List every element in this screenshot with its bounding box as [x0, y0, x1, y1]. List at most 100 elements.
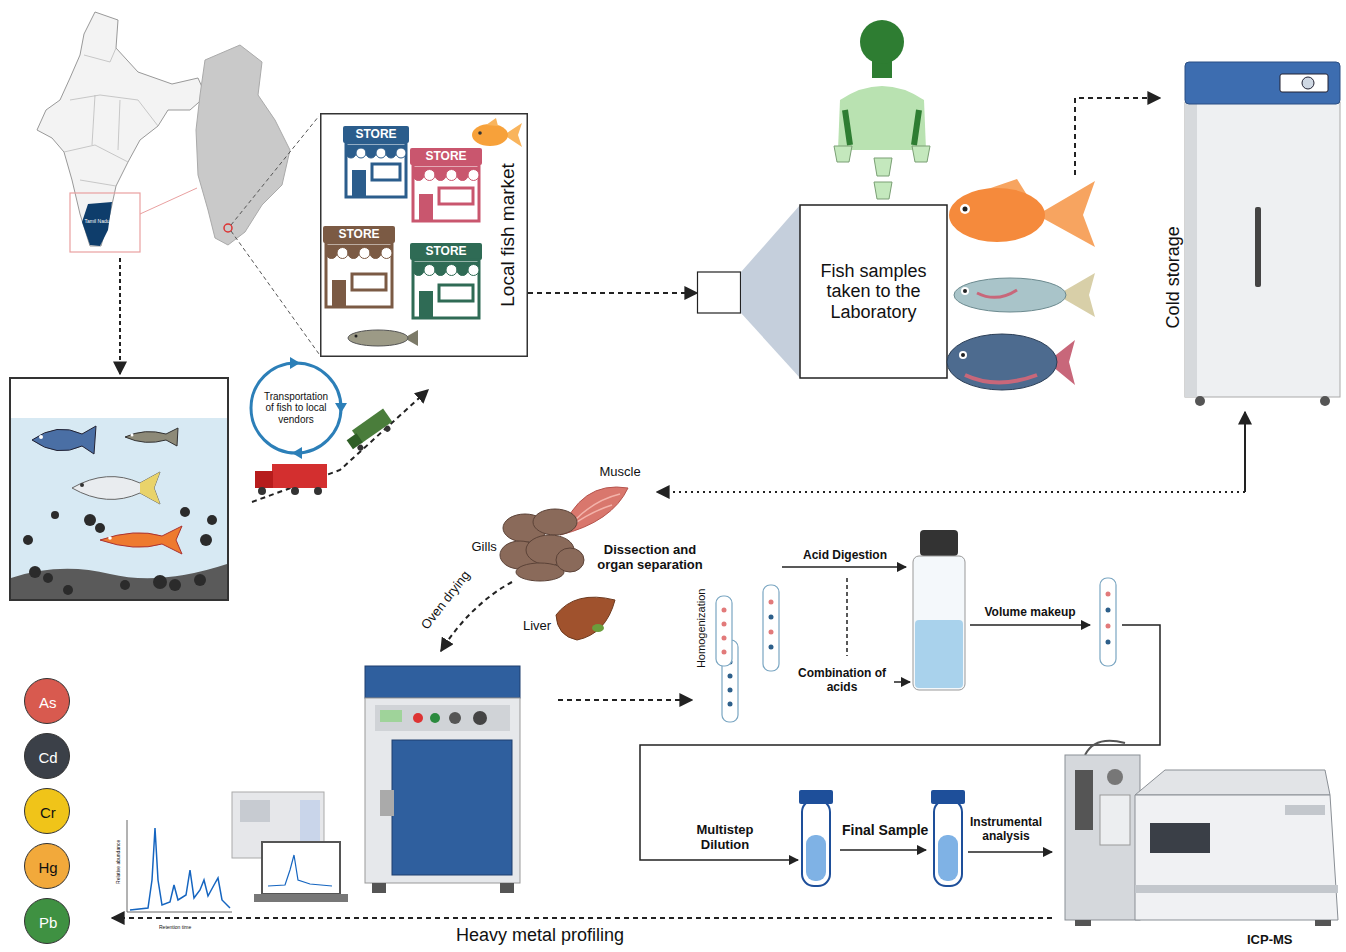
india-map: [224, 224, 232, 232]
sample-tubes: [915, 620, 963, 688]
node-shape: [1075, 770, 1093, 830]
sample-tubes: [769, 645, 774, 650]
step-label: Retention time: [159, 925, 191, 931]
fish-organs: [556, 548, 584, 572]
drying-oven: [392, 740, 512, 875]
node-shape: [413, 260, 479, 318]
water-tank: [131, 434, 134, 437]
india-map: [231, 116, 319, 225]
water-tank: [120, 580, 130, 590]
node-shape: [346, 143, 406, 197]
node-shape: [1135, 885, 1338, 893]
sample-tubes: [763, 585, 779, 671]
sample-tubes: [968, 851, 1052, 853]
transport-trucks: [383, 425, 391, 433]
node-shape: [472, 124, 508, 146]
node-shape: [332, 280, 346, 306]
water-tank: [140, 472, 160, 504]
node-shape: [435, 170, 446, 181]
india-map: [82, 202, 112, 246]
node-shape: [478, 131, 482, 135]
step-label: Tamil Nadu: [85, 219, 110, 225]
sample-tubes: [769, 600, 774, 605]
step-label: Combination of acids: [792, 667, 892, 695]
node-shape: [424, 170, 435, 181]
node-shape: [1075, 920, 1091, 926]
water-tank: [43, 573, 53, 583]
node-shape: [468, 170, 479, 181]
sample-tubes: [1106, 592, 1111, 645]
node-shape: [359, 248, 370, 259]
store-icon: STORE: [323, 226, 395, 308]
node-shape: [1085, 741, 1125, 755]
node-shape: [435, 265, 446, 276]
node-shape: [800, 205, 947, 378]
node-shape: [413, 165, 479, 221]
step-label: Multistep Dilution: [685, 823, 765, 853]
water-tank: [169, 579, 181, 591]
cycle-circle: Transportation of fish to local vendors: [248, 360, 344, 456]
water-tank: [32, 426, 96, 454]
india-map: [196, 45, 290, 245]
node-shape: [292, 447, 302, 459]
node-shape: [1255, 207, 1261, 287]
sample-tubes: [769, 630, 774, 635]
node-shape: [290, 357, 300, 369]
node-shape: [486, 118, 498, 126]
water-tank: [125, 428, 178, 446]
sample-tubes: [1100, 578, 1116, 666]
technician-figure: [874, 182, 892, 199]
sample-tubes: [806, 835, 826, 881]
technician-figure: [860, 20, 904, 64]
flow-arrow: [1075, 98, 1160, 175]
transport-trucks: [291, 487, 299, 495]
sample-tubes: [846, 578, 848, 656]
element-symbol: Cr: [24, 788, 70, 834]
water-tank: [11, 564, 227, 599]
storage-arrow: [657, 491, 1245, 493]
sample-tubes: [894, 681, 910, 683]
sample-tubes: [640, 625, 1160, 860]
node-text: ICP-MS: [1247, 933, 1293, 948]
node-shape: [439, 285, 473, 301]
sample-tubes: [769, 600, 774, 650]
sample-tubes: [938, 835, 958, 881]
node-shape: [446, 170, 457, 181]
node-shape: [346, 148, 356, 158]
node-shape: [326, 243, 392, 307]
technician-figure: [834, 146, 852, 162]
drying-oven: [365, 666, 692, 893]
node-shape: [396, 148, 406, 158]
storage-arrow: [657, 412, 1245, 492]
sample-tubes: [913, 556, 965, 690]
water-tank: [194, 574, 206, 586]
step-label: Heavy metal profiling: [456, 925, 624, 946]
results-chart: [112, 917, 1052, 919]
node-shape: [457, 265, 468, 276]
water-tank: [100, 526, 182, 554]
node-shape: [1320, 396, 1330, 406]
node-shape: [355, 335, 358, 338]
water-tank: [39, 435, 43, 439]
node-shape: [961, 353, 965, 357]
node-text: STORE: [339, 228, 380, 242]
water-tank: [84, 514, 96, 526]
sample-tubes: [802, 800, 830, 886]
node-shape: [335, 403, 347, 413]
element-symbol: Cd: [24, 733, 70, 779]
sample-tubes: [1106, 592, 1111, 597]
sample-tubes: [769, 615, 774, 620]
store-icon: STORE: [410, 148, 482, 222]
node-shape: [366, 148, 376, 158]
sample-tubes: [716, 596, 732, 666]
node-shape: [326, 248, 337, 259]
node-shape: [1065, 755, 1140, 920]
node-shape: [960, 204, 970, 214]
node-text: Cd: [39, 749, 58, 766]
drying-oven: [449, 712, 461, 724]
water-tank: [207, 515, 217, 525]
store-icon: STORE: [343, 126, 409, 198]
results-chart: [254, 894, 348, 902]
sample-tubes: [722, 622, 727, 627]
node-shape: [439, 188, 473, 204]
